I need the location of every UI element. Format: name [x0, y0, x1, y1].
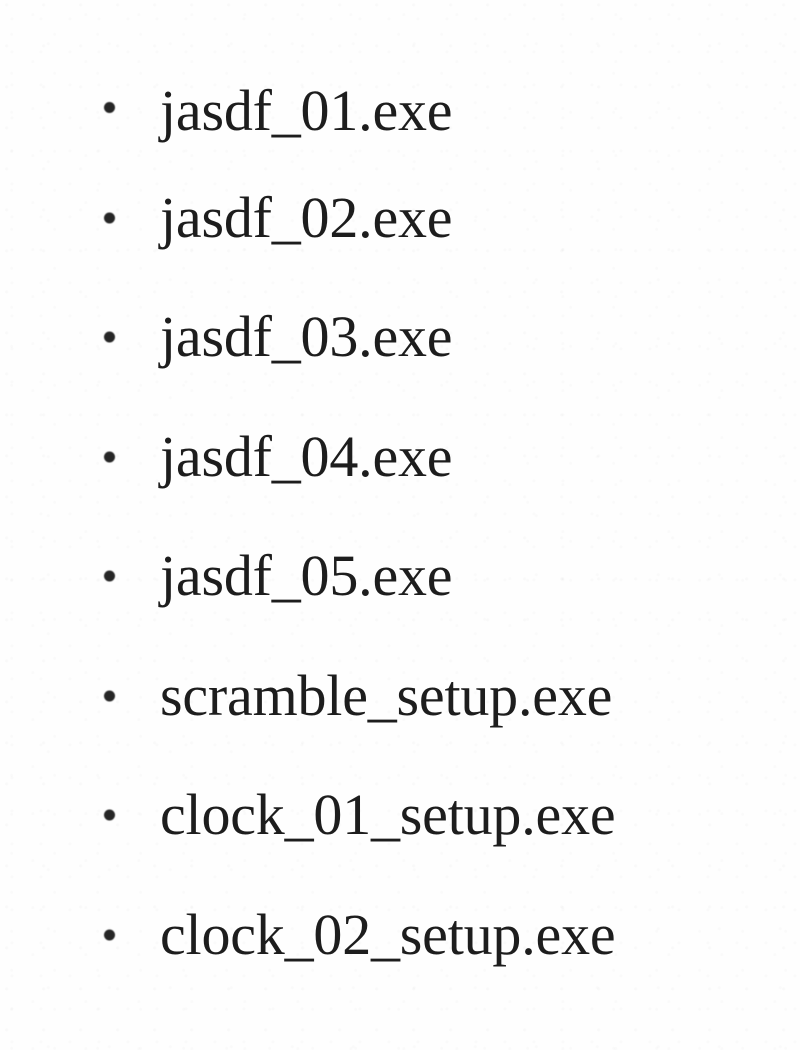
list-item[interactable]: clock_01_setup.exe [0, 756, 800, 876]
bullet-icon [104, 331, 115, 343]
bullet-icon [104, 809, 115, 821]
bullet-icon [104, 102, 115, 113]
file-name: jasdf_02.exe [160, 184, 453, 250]
bullet-icon [104, 570, 115, 582]
file-name: clock_01_setup.exe [160, 782, 616, 848]
list-item[interactable]: jasdf_03.exe [0, 278, 800, 398]
bullet-icon [104, 929, 115, 941]
file-list: jasdf_01.exe jasdf_02.exe jasdf_03.exe j… [0, 0, 800, 995]
file-name: scramble_setup.exe [160, 662, 613, 728]
list-item[interactable]: jasdf_05.exe [0, 517, 800, 637]
file-name: clock_02_setup.exe [160, 901, 616, 967]
file-name: jasdf_03.exe [160, 304, 453, 370]
bullet-icon [104, 451, 115, 463]
list-item[interactable]: scramble_setup.exe [0, 636, 800, 756]
list-item[interactable]: jasdf_01.exe [0, 0, 800, 158]
list-item[interactable]: jasdf_02.exe [0, 158, 800, 278]
bullet-icon [104, 212, 115, 224]
list-item[interactable]: clock_02_setup.exe [0, 875, 800, 995]
list-item[interactable]: jasdf_04.exe [0, 397, 800, 517]
bullet-icon [104, 690, 115, 702]
file-name: jasdf_04.exe [160, 423, 453, 489]
file-name: jasdf_05.exe [160, 543, 453, 609]
file-name: jasdf_01.exe [160, 78, 453, 143]
